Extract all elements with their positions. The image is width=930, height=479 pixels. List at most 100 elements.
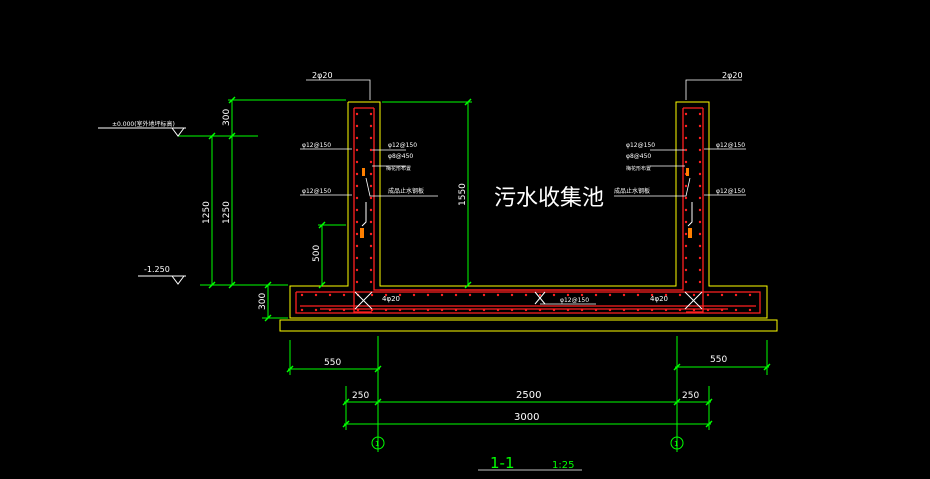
rebar-dot (734, 293, 738, 297)
rebar-dot (636, 308, 640, 312)
rebar-dot (684, 124, 688, 128)
rebar-dot (369, 280, 373, 284)
rebar-dot (566, 293, 570, 297)
rebar-dot (369, 172, 373, 176)
dim-550-left: 550 (324, 358, 341, 368)
rebar-dot (369, 136, 373, 140)
rebar-dot (369, 208, 373, 212)
rebar-dot (608, 308, 612, 312)
rebar-dot (698, 196, 702, 200)
rebar-dot (328, 293, 332, 297)
rebar-dot (510, 293, 514, 297)
rebar-dot (355, 196, 359, 200)
rebar-left-waterstop: 成品止水钢板 (388, 187, 424, 195)
rebar-dot (664, 308, 668, 312)
rebar-dot (398, 293, 402, 297)
rebar-dot (355, 268, 359, 272)
rebar-dot (369, 148, 373, 152)
vertical-dim-texts: 300 1250 1250 1550 500 300 (202, 109, 468, 310)
rebar-dot (684, 256, 688, 260)
rebar-dot (369, 124, 373, 128)
rebar-dot (370, 308, 374, 312)
rebar-dot (426, 308, 430, 312)
dimension-ticks (208, 96, 771, 428)
rebar-dot (355, 124, 359, 128)
rebar-dot (748, 293, 752, 297)
dim-250-left: 250 (352, 391, 369, 401)
rebar-dot (369, 256, 373, 260)
rebar-dot (552, 293, 556, 297)
rebar-slab-right: 4φ20 (650, 295, 668, 303)
rebar-dot (355, 112, 359, 116)
rebar-dot (684, 160, 688, 164)
dim-550-right: 550 (710, 355, 727, 365)
rebar-dot (355, 280, 359, 284)
rebar-dot (698, 136, 702, 140)
axis-markers (371, 436, 684, 450)
rebar-dot (314, 293, 318, 297)
rebar-dot (468, 308, 472, 312)
rebar-dot (552, 308, 556, 312)
rebar-dot (496, 293, 500, 297)
rebar-dot (314, 308, 318, 312)
rebar-dot (664, 293, 668, 297)
pool-title: 污水收集池 (494, 186, 604, 211)
rebar-dot (698, 160, 702, 164)
rebar-dot (342, 308, 346, 312)
axis-right: 1 (674, 440, 678, 448)
rebar-dot (684, 196, 688, 200)
rebar-dot (684, 280, 688, 284)
rebar-dot (355, 244, 359, 248)
rebar-dot (698, 232, 702, 236)
rebar-dot (636, 293, 640, 297)
rebar-dot (580, 308, 584, 312)
rebar-dot (698, 112, 702, 116)
dim-300-top: 300 (222, 109, 232, 126)
rebar-dot (300, 293, 304, 297)
rebar-dot (698, 172, 702, 176)
rebar-dot (698, 280, 702, 284)
rebar-dot (538, 308, 542, 312)
rebar-dot (355, 208, 359, 212)
rebar-dot (482, 308, 486, 312)
rebar-dot (328, 308, 332, 312)
rebar-right-inner-1: φ12@150 (626, 142, 655, 149)
rebar-dot (454, 293, 458, 297)
rebar-dot (678, 308, 682, 312)
rebar-dot (608, 293, 612, 297)
elevation-top: ±0.000(室外地坪标高) (112, 120, 175, 128)
rebar-dot (748, 308, 752, 312)
rebar-dot (678, 293, 682, 297)
rebar-dot (698, 244, 702, 248)
rebar-top-right: 2φ20 (722, 71, 743, 80)
rebar-dot (698, 268, 702, 272)
section-scale: 1:25 (552, 460, 574, 471)
rebar-dot (650, 293, 654, 297)
dim-300-base: 300 (258, 293, 268, 310)
rebar-dot (734, 308, 738, 312)
rebar-dot (468, 293, 472, 297)
rebar-dot (698, 184, 702, 188)
rebar-top-left: 2φ20 (312, 71, 333, 80)
rebar-dot (369, 268, 373, 272)
dim-1250-b: 1250 (222, 201, 232, 224)
waterstop-marks (361, 202, 693, 227)
rebar-dot (692, 293, 696, 297)
rebar-dot (356, 308, 360, 312)
rebar-right-inner-3: 梅花形布置 (626, 165, 651, 172)
rebar-dot (510, 308, 514, 312)
rebar-dot (720, 308, 724, 312)
rebar-dot (369, 232, 373, 236)
rebar-right-waterstop: 成品止水钢板 (614, 187, 650, 195)
rebar-dot (706, 293, 710, 297)
rebar-dot (369, 196, 373, 200)
rebar-left-inner-2: φ8@450 (388, 153, 413, 160)
rebar-dot (412, 293, 416, 297)
rebar-left-inner-3: 梅花形布置 (386, 165, 411, 172)
rebar-dot (440, 293, 444, 297)
rebar-dot (384, 293, 388, 297)
rebar-slab-left: 4φ20 (382, 295, 400, 303)
rebar-dot (482, 293, 486, 297)
dim-2500: 2500 (516, 390, 541, 401)
rebar-dot (594, 293, 598, 297)
